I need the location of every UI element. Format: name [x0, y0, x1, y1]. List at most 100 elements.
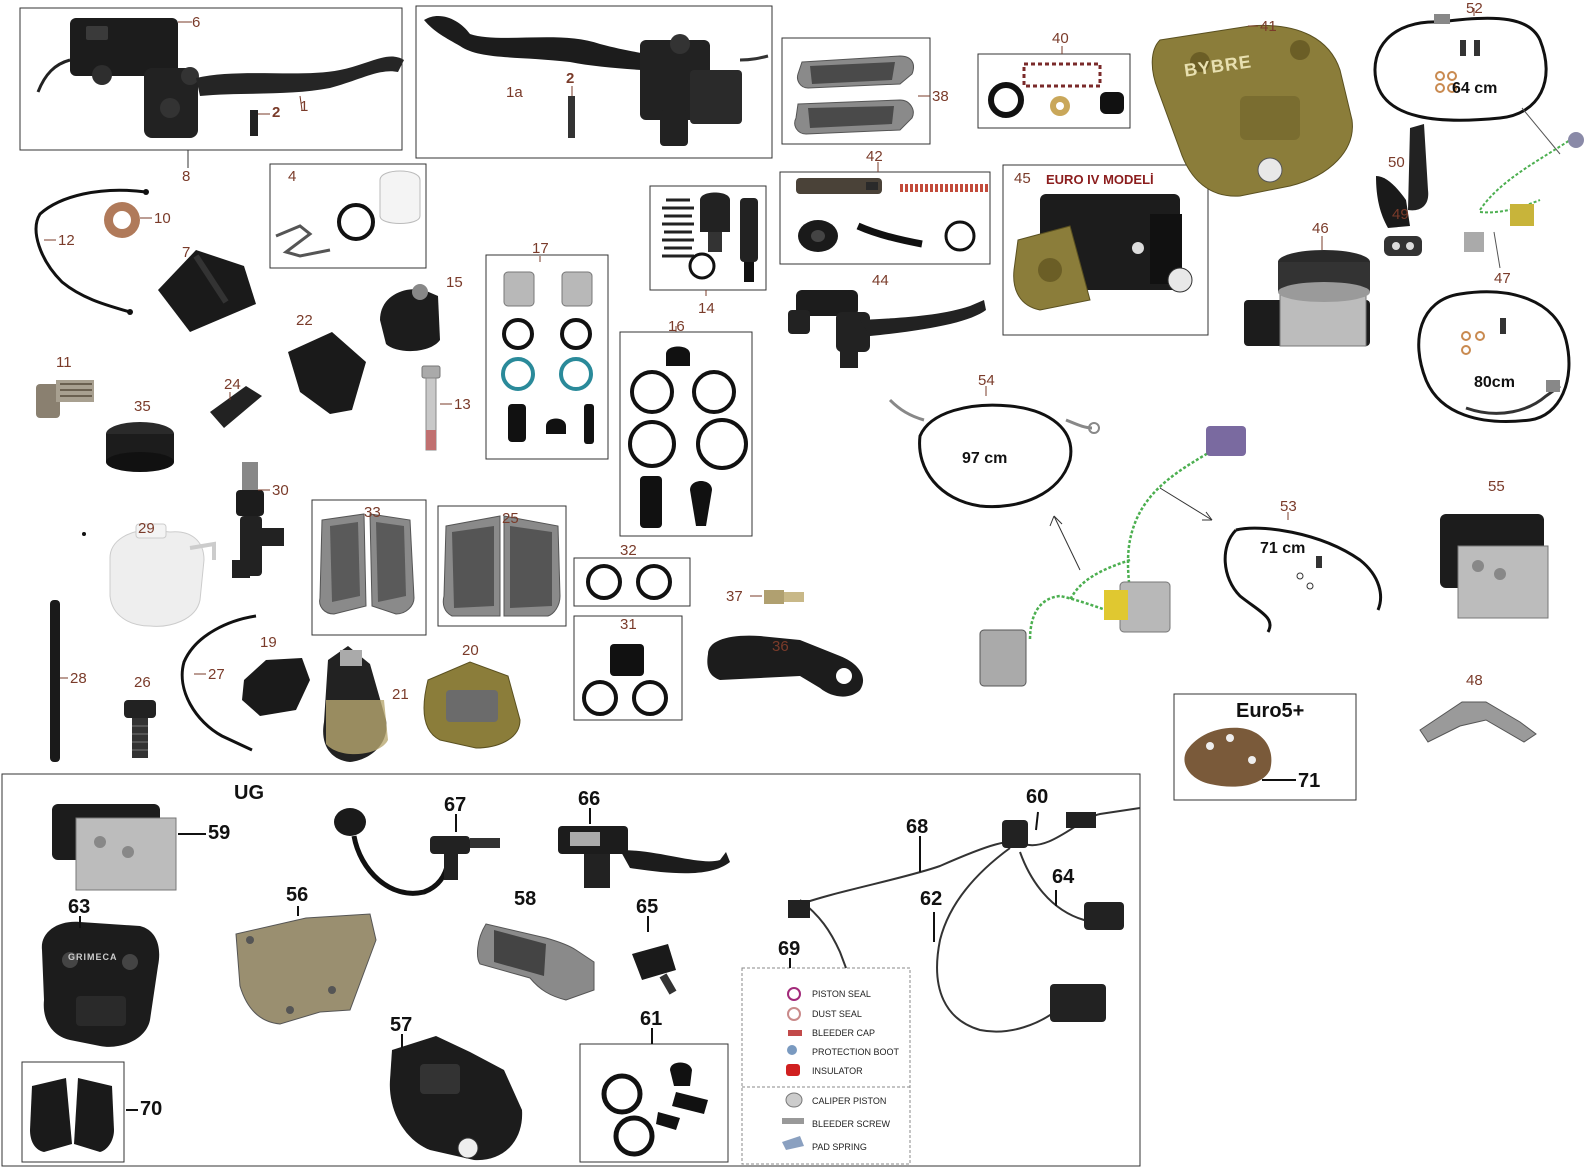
hose-length-52: 64 cm — [1452, 80, 1498, 97]
frame-pads-33 — [311, 499, 427, 636]
part-label-71: 71 — [1298, 770, 1321, 792]
sensor-clip-49 — [1384, 236, 1422, 256]
frame-euro4 — [1002, 164, 1209, 336]
caliper-63 — [41, 921, 160, 1047]
bracket-19 — [242, 658, 310, 716]
hose-length-54: 97 cm — [962, 450, 1008, 467]
frame-kit-16 — [619, 331, 753, 537]
part-label-46: 46 — [1312, 220, 1329, 237]
seal-32b — [636, 564, 672, 600]
part-label-1: 1 — [300, 98, 309, 115]
brake-pads-58 — [477, 923, 595, 1001]
bolt-13 — [421, 365, 441, 451]
brake-hose-52 — [1373, 14, 1548, 122]
legend-icons — [782, 987, 804, 1150]
brake-hose-47 — [1417, 290, 1571, 423]
part-label-64: 64 — [1052, 866, 1075, 888]
section-title-euro5: Euro5+ — [1236, 700, 1305, 722]
frame-ug — [1, 773, 1141, 1167]
part-label-10: 10 — [154, 210, 171, 227]
master-cylinder-66 — [558, 826, 730, 888]
banjo-bolt-11 — [36, 380, 94, 418]
brake-hose-12 — [34, 188, 149, 315]
part-label-44: 44 — [872, 272, 889, 289]
harness-top-right — [1464, 132, 1584, 252]
reservoir-29 — [109, 523, 216, 627]
part-label-14: 14 — [698, 300, 715, 317]
part-label-22: 22 — [296, 312, 313, 329]
frame-kit-61 — [579, 1043, 729, 1163]
clamp-15 — [380, 289, 440, 352]
frame-pads-25 — [437, 505, 567, 627]
frame-kit-17 — [485, 254, 609, 460]
part-label-26: 26 — [134, 674, 151, 691]
part-label-53: 53 — [1280, 498, 1297, 515]
part-label-21: 21 — [392, 686, 409, 703]
legend-item-pad-spring: PAD SPRING — [812, 1142, 867, 1152]
part-label-63: 63 — [68, 896, 91, 918]
euro5-part-71 — [1184, 727, 1272, 787]
seal-kit-40 — [988, 62, 1124, 118]
part-label-17: 17 — [532, 240, 549, 257]
part-label-52: 52 — [1466, 0, 1483, 17]
legend-item-dust-seal: DUST SEAL — [812, 1009, 862, 1019]
caliper-brand-grimeca: GRIMECA — [68, 952, 118, 962]
part-label-29: 29 — [138, 520, 155, 537]
part-label-6: 6 — [192, 14, 201, 31]
piston-kit-31 — [582, 644, 668, 716]
frame-kit-31 — [573, 615, 683, 721]
part-label-61: 61 — [640, 1008, 663, 1030]
frame-legend-69 — [741, 967, 911, 1165]
part-label-30: 30 — [272, 482, 289, 499]
legend-item-insulator: INSULATOR — [812, 1066, 863, 1076]
legend-item-bleeder-cap: BLEEDER CAP — [812, 1028, 876, 1038]
part-label-7: 7 — [182, 244, 191, 261]
bolt-26 — [124, 700, 156, 758]
frame-master-cylinder-1 — [19, 7, 403, 151]
frame-pads-38 — [781, 37, 931, 145]
seal-kit-17 — [501, 271, 594, 444]
part-label-58: 58 — [514, 888, 537, 910]
master-cylinder-1 — [36, 18, 404, 138]
legend-item-protection-boot: PROTECTION BOOT — [812, 1047, 900, 1057]
part-label-66: 66 — [578, 788, 601, 810]
frame-kit-40 — [977, 53, 1131, 129]
part-label-11: 11 — [56, 354, 72, 371]
part-label-42: 42 — [866, 148, 883, 165]
part-label-62: 62 — [920, 888, 943, 910]
part-label-24: 24 — [224, 376, 241, 393]
abs-unit-55 — [1440, 514, 1549, 619]
part-label-25: 25 — [502, 510, 519, 527]
part-label-40: 40 — [1052, 30, 1069, 47]
part-label-41: 41 — [1260, 18, 1277, 35]
part-label-32: 32 — [620, 542, 637, 559]
seal-kit-16 — [628, 346, 748, 528]
brake-hose-53 — [1223, 526, 1383, 633]
part-label-33: 33 — [364, 504, 381, 521]
euro4-module-45 — [1013, 194, 1193, 311]
part-label-70: 70 — [140, 1098, 163, 1120]
part-label-2b: 2 — [566, 70, 575, 87]
part-label-37: 37 — [726, 588, 743, 605]
part-label-15: 15 — [446, 274, 463, 291]
caliper-20 — [423, 661, 521, 749]
euro4-title: EURO IV MODELİ — [1046, 172, 1154, 187]
legend-item-piston-seal: PISTON SEAL — [812, 989, 871, 999]
master-cylinder-1a — [424, 15, 769, 146]
part-label-68: 68 — [906, 816, 929, 838]
caliper-21 — [323, 646, 388, 762]
frame-kit-32 — [573, 557, 691, 607]
seal-kit-61 — [601, 1062, 708, 1157]
bracket-22 — [288, 332, 366, 414]
rear-master-cylinder-30 — [232, 462, 284, 578]
part-label-28: 28 — [70, 670, 87, 687]
part-label-55: 55 — [1488, 478, 1505, 495]
part-label-20: 20 — [462, 642, 479, 659]
bracket-50 — [1376, 176, 1410, 228]
frame-euro5 — [1173, 693, 1357, 801]
part-label-59: 59 — [208, 822, 231, 844]
plate-56 — [235, 913, 377, 1025]
part-label-48: 48 — [1466, 672, 1483, 689]
part-label-4: 4 — [288, 168, 297, 185]
